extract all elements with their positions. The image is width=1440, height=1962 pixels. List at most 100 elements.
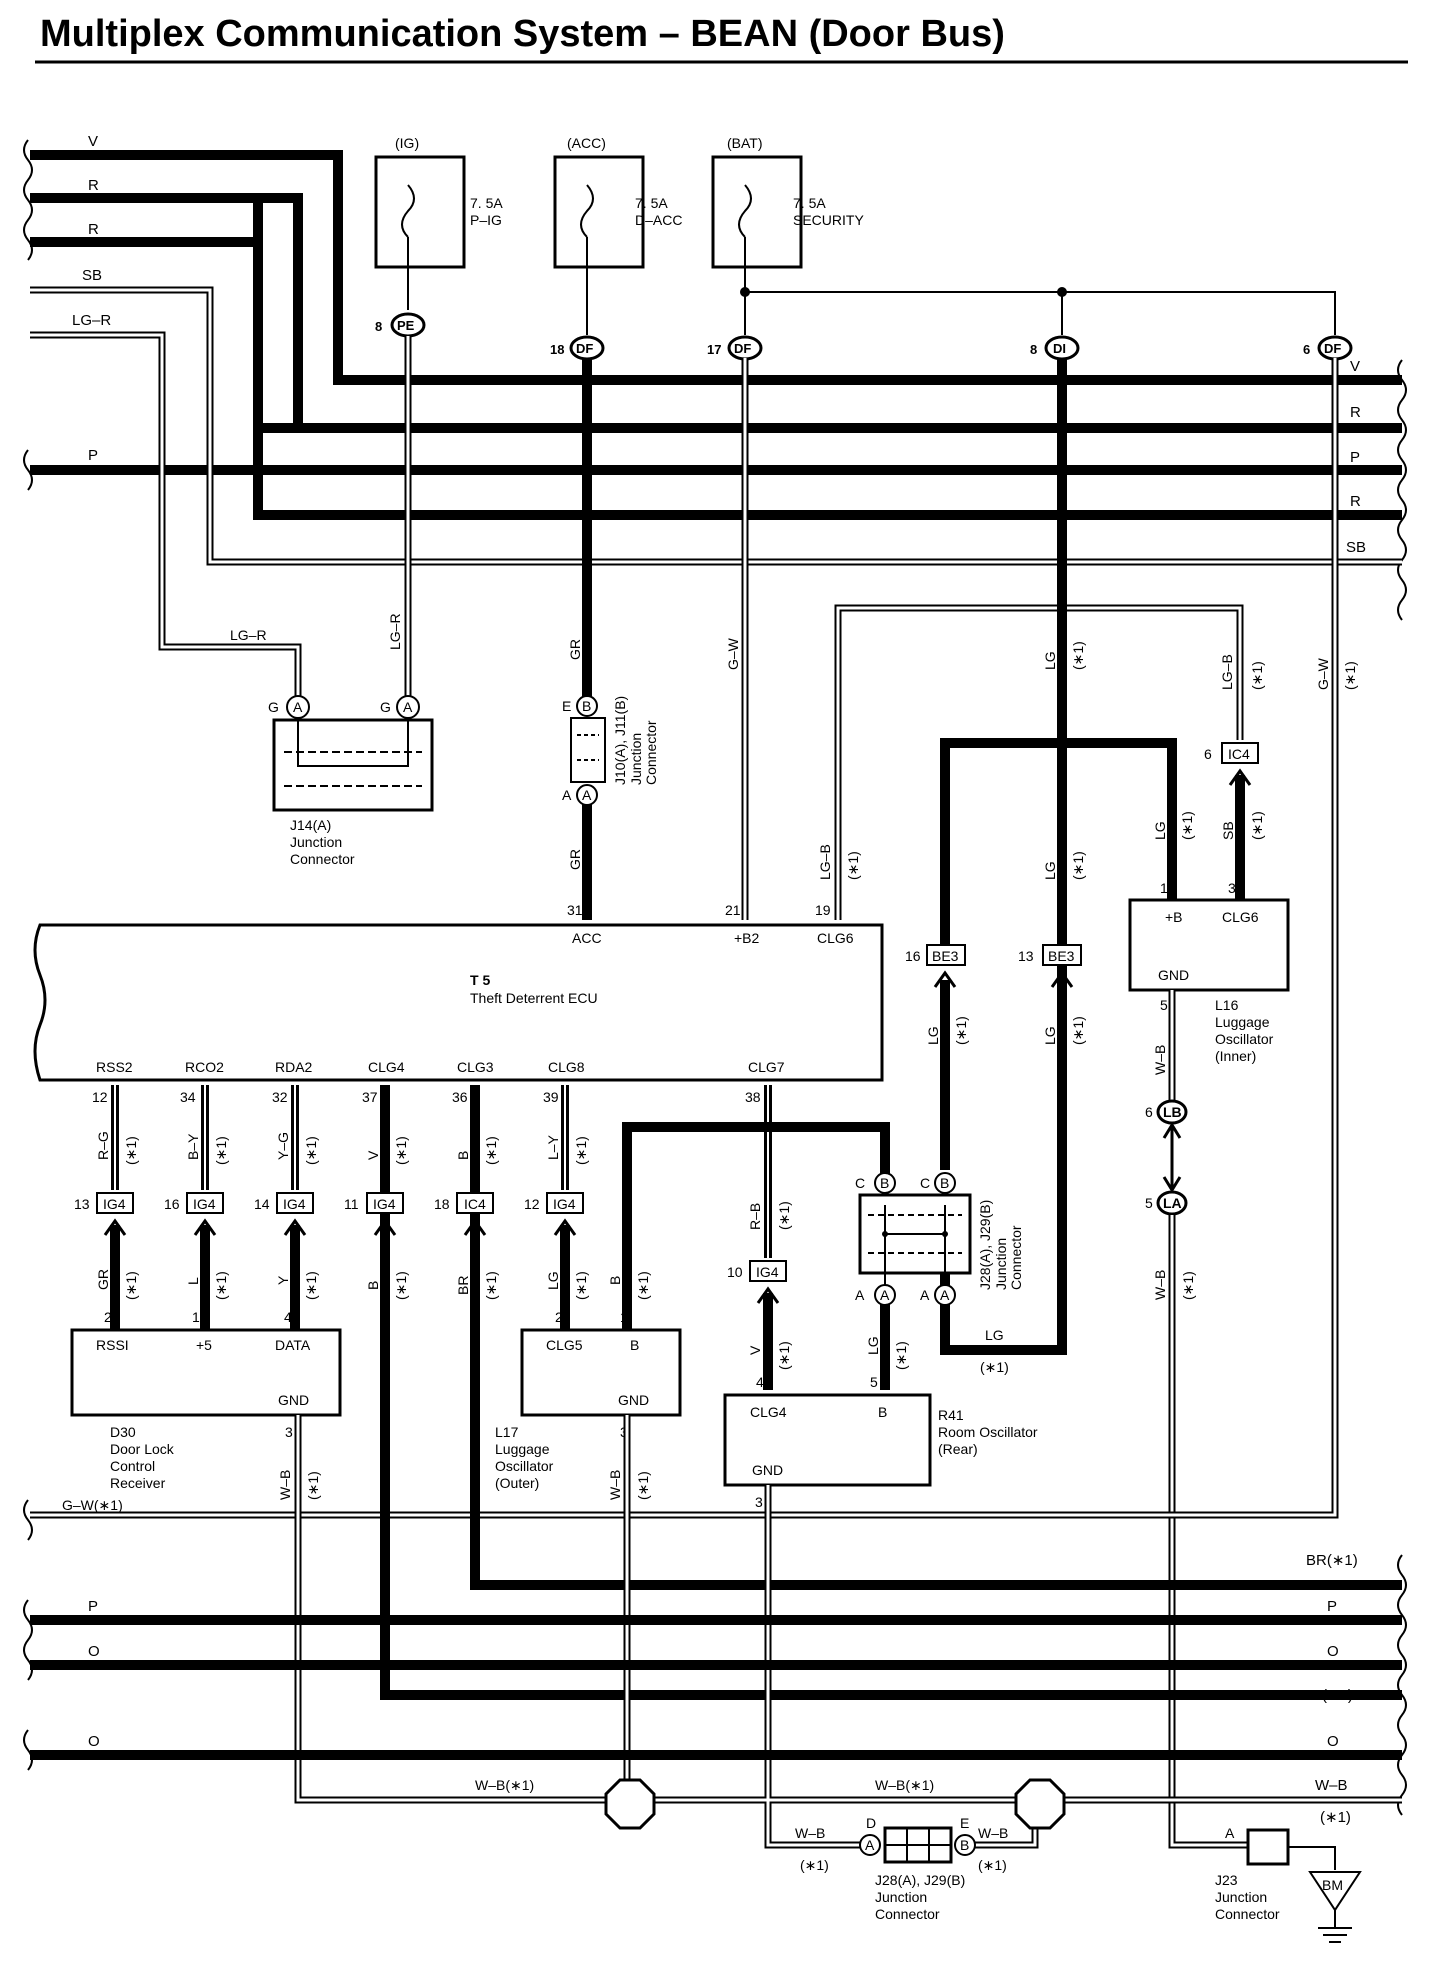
svg-text:W–B: W–B bbox=[1152, 1270, 1168, 1300]
svg-text:Door Lock: Door Lock bbox=[110, 1441, 175, 1457]
svg-text:ACC: ACC bbox=[572, 930, 602, 946]
svg-text:SB: SB bbox=[1220, 821, 1236, 840]
svg-text:16: 16 bbox=[164, 1196, 180, 1212]
svg-text:G–W: G–W bbox=[725, 637, 741, 670]
svg-text:12: 12 bbox=[524, 1196, 540, 1212]
svg-text:16: 16 bbox=[905, 948, 921, 964]
svg-text:(∗1): (∗1) bbox=[1179, 811, 1195, 840]
svg-text:G–W: G–W bbox=[1315, 657, 1331, 690]
svg-text:Control: Control bbox=[110, 1458, 155, 1474]
svg-text:D–ACC: D–ACC bbox=[635, 212, 682, 228]
svg-text:R–B: R–B bbox=[747, 1203, 763, 1230]
page-title: Multiplex Communication System – BEAN (D… bbox=[40, 13, 1005, 55]
svg-text:IG4: IG4 bbox=[553, 1196, 576, 1212]
svg-text:B: B bbox=[878, 1404, 887, 1420]
svg-text:V: V bbox=[747, 1345, 763, 1355]
svg-text:IG4: IG4 bbox=[283, 1196, 306, 1212]
svg-text:LG: LG bbox=[1042, 1026, 1058, 1045]
svg-text:(∗1): (∗1) bbox=[776, 1341, 792, 1370]
svg-text:Junction: Junction bbox=[1215, 1889, 1267, 1905]
svg-text:(∗1): (∗1) bbox=[573, 1136, 589, 1165]
svg-text:5: 5 bbox=[1145, 1195, 1153, 1211]
svg-text:R–G: R–G bbox=[95, 1131, 111, 1160]
svg-text:18: 18 bbox=[434, 1196, 450, 1212]
svg-text:(∗1): (∗1) bbox=[213, 1136, 229, 1165]
svg-text:(∗1): (∗1) bbox=[573, 1271, 589, 1300]
svg-text:CLG8: CLG8 bbox=[548, 1059, 585, 1075]
connector-df: DF bbox=[734, 341, 751, 356]
svg-text:B: B bbox=[455, 1151, 471, 1160]
svg-text:+B2: +B2 bbox=[734, 930, 760, 946]
svg-text:A: A bbox=[562, 787, 572, 803]
svg-text:Oscillator: Oscillator bbox=[1215, 1031, 1274, 1047]
svg-text:IG4: IG4 bbox=[103, 1196, 126, 1212]
fuse-ig: (IG) 7. 5A P–IG bbox=[374, 135, 503, 269]
svg-text:BR: BR bbox=[455, 1276, 471, 1295]
svg-text:(Outer): (Outer) bbox=[495, 1475, 539, 1491]
svg-text:8: 8 bbox=[375, 319, 382, 334]
wire-label: P bbox=[1350, 449, 1360, 466]
svg-text:32: 32 bbox=[272, 1089, 288, 1105]
svg-text:A: A bbox=[582, 787, 592, 803]
fuse-bat: (BAT) 7. 5A SECURITY bbox=[711, 135, 864, 269]
connector-di: DI bbox=[1053, 341, 1066, 356]
svg-text:B: B bbox=[940, 1175, 949, 1191]
svg-text:CLG4: CLG4 bbox=[368, 1059, 405, 1075]
svg-text:CLG4: CLG4 bbox=[750, 1404, 787, 1420]
svg-text:(IG): (IG) bbox=[395, 135, 419, 151]
svg-text:LA: LA bbox=[1163, 1195, 1182, 1211]
svg-text:A: A bbox=[920, 1287, 930, 1303]
svg-text:Luggage: Luggage bbox=[1215, 1014, 1270, 1030]
svg-text:J14(A): J14(A) bbox=[290, 817, 331, 833]
svg-text:(∗1): (∗1) bbox=[1249, 661, 1265, 690]
svg-text:O: O bbox=[88, 1643, 100, 1660]
svg-text:(∗1): (∗1) bbox=[1342, 661, 1358, 690]
wire-label: R bbox=[1350, 493, 1361, 510]
wire-label: LG–R bbox=[72, 312, 111, 329]
wire-label: V bbox=[1350, 358, 1360, 375]
svg-text:Connector: Connector bbox=[643, 720, 659, 785]
svg-text:(∗1): (∗1) bbox=[303, 1136, 319, 1165]
svg-text:BE3: BE3 bbox=[1048, 948, 1075, 964]
svg-text:(∗1): (∗1) bbox=[213, 1271, 229, 1300]
svg-text:DATA: DATA bbox=[275, 1337, 311, 1353]
svg-text:O: O bbox=[1327, 1733, 1339, 1750]
svg-text:CLG5: CLG5 bbox=[546, 1337, 583, 1353]
svg-text:34: 34 bbox=[180, 1089, 196, 1105]
svg-text:GND: GND bbox=[618, 1392, 649, 1408]
svg-text:(∗1): (∗1) bbox=[800, 1857, 829, 1873]
svg-text:A: A bbox=[293, 699, 303, 715]
svg-text:10: 10 bbox=[727, 1264, 743, 1280]
j14-connector: A A G G J14(A) Junction Connector bbox=[268, 695, 434, 867]
svg-text:GND: GND bbox=[752, 1462, 783, 1478]
wire-label: P bbox=[88, 447, 98, 464]
svg-text:SECURITY: SECURITY bbox=[793, 212, 864, 228]
svg-text:(∗1): (∗1) bbox=[483, 1136, 499, 1165]
svg-text:(∗1): (∗1) bbox=[393, 1271, 409, 1300]
svg-text:LG–R: LG–R bbox=[387, 613, 403, 650]
svg-text:W–B: W–B bbox=[1315, 1777, 1348, 1794]
svg-text:(∗1): (∗1) bbox=[893, 1341, 909, 1370]
svg-text:CLG3: CLG3 bbox=[457, 1059, 494, 1075]
svg-text:(∗1): (∗1) bbox=[393, 1136, 409, 1165]
svg-text:CLG7: CLG7 bbox=[748, 1059, 785, 1075]
left-break-marks bbox=[23, 139, 33, 1771]
svg-text:B: B bbox=[582, 698, 591, 714]
svg-text:Connector: Connector bbox=[1008, 1225, 1024, 1290]
svg-text:W–B: W–B bbox=[978, 1825, 1008, 1841]
svg-text:+5: +5 bbox=[196, 1337, 212, 1353]
svg-text:(∗1): (∗1) bbox=[1070, 641, 1086, 670]
svg-text:A: A bbox=[940, 1287, 950, 1303]
svg-text:Room Oscillator: Room Oscillator bbox=[938, 1424, 1038, 1440]
svg-text:R41: R41 bbox=[938, 1407, 964, 1423]
bottom-bus-wires bbox=[30, 1615, 1402, 1760]
svg-text:L: L bbox=[185, 1277, 201, 1285]
svg-text:3: 3 bbox=[285, 1424, 293, 1440]
svg-text:CLG6: CLG6 bbox=[1222, 909, 1259, 925]
svg-text:BR(∗1): BR(∗1) bbox=[1306, 1552, 1358, 1569]
svg-text:A: A bbox=[403, 699, 413, 715]
svg-text:L16: L16 bbox=[1215, 997, 1239, 1013]
j28-lower-connector: AD BE J28(A), J29(B) Junction Connector bbox=[859, 1815, 976, 1922]
